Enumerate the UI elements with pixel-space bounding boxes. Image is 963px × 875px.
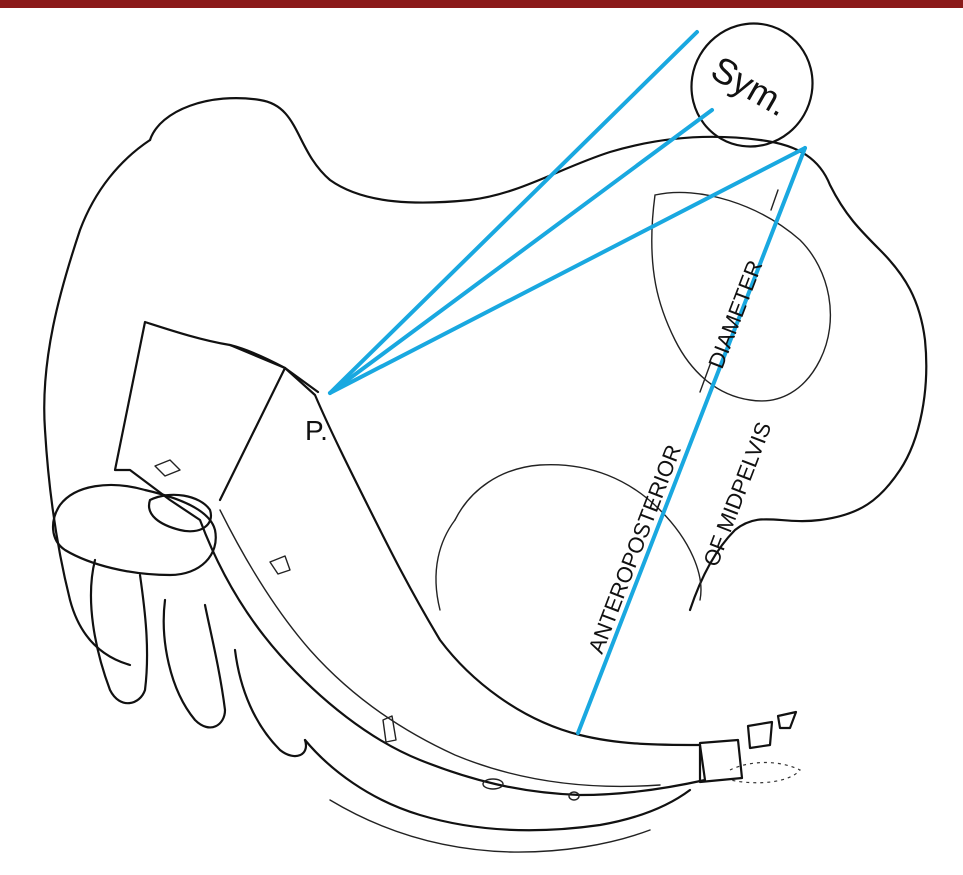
spinous-process-2 xyxy=(164,600,225,727)
point-p-label: P. xyxy=(305,415,328,446)
diagonal-line-top xyxy=(330,32,697,393)
coccyx-segment-3 xyxy=(778,712,796,728)
diameter-label-line2: OF MIDPELVIS xyxy=(698,419,776,570)
coccyx-segment-1 xyxy=(700,740,742,782)
foramen-5 xyxy=(383,716,396,742)
diameter-label-line1b: DIAMETER xyxy=(703,257,767,372)
symphysis-label: Sym. xyxy=(704,48,796,125)
diagonal-line-low xyxy=(330,148,805,393)
foramen-1 xyxy=(155,460,180,476)
diameter-label-line1a: ANTEROPOSTERIOR xyxy=(583,441,686,657)
sacrum-outline xyxy=(115,322,705,795)
inner-arc xyxy=(436,520,455,610)
coccyx-segment-2 xyxy=(748,722,772,748)
lower-margin-2 xyxy=(330,800,650,852)
sacral-segment-line xyxy=(220,368,285,500)
diagonal-line-mid xyxy=(330,110,712,393)
ilium-outline xyxy=(150,98,926,610)
spinous-process-3 xyxy=(235,650,306,756)
ilium-left-edge xyxy=(44,140,150,665)
foramen-2 xyxy=(270,556,290,574)
spinous-process-1 xyxy=(91,560,147,703)
